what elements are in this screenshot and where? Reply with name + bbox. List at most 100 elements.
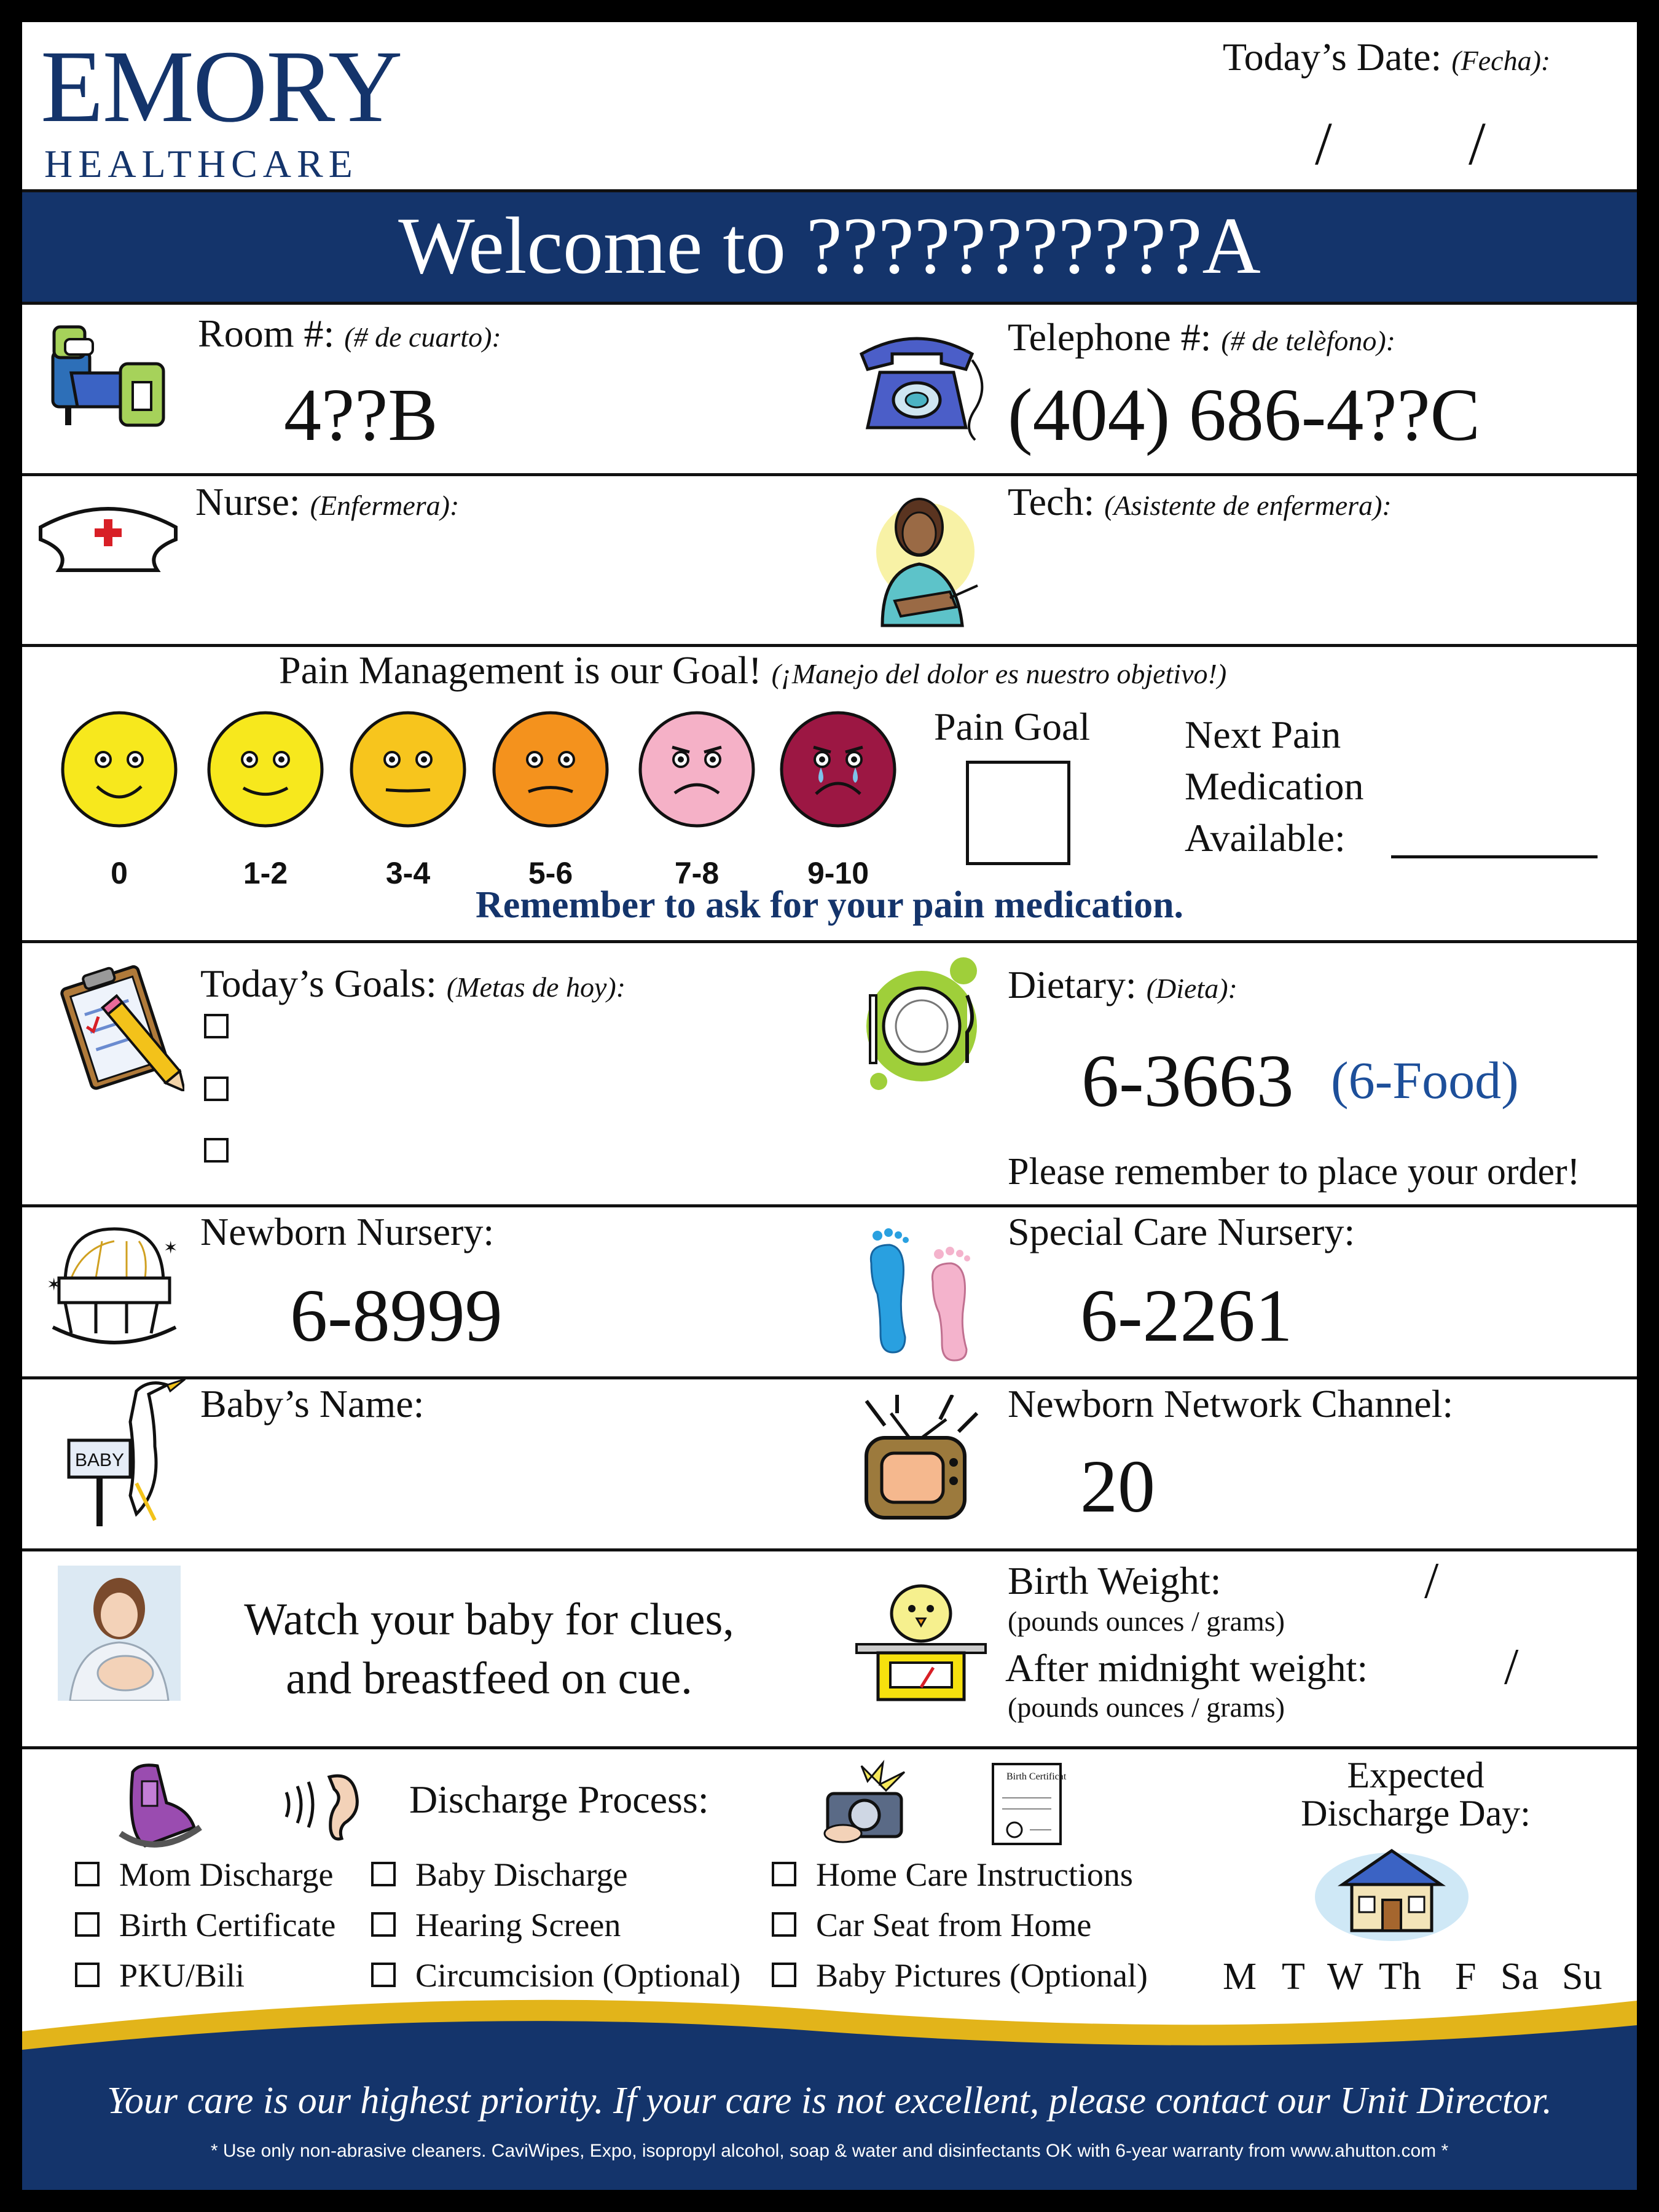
discharge-checkbox[interactable] (371, 1862, 396, 1886)
discharge-item-label: Birth Certificate (119, 1907, 336, 1943)
discharge-item-label: Baby Pictures (Optional) (816, 1957, 1148, 1994)
newborn-nursery-label: Newborn Nursery: (200, 1210, 495, 1253)
telephone-label: Telephone #: (# de telèfono): (1008, 315, 1395, 359)
discharge-checkbox[interactable] (75, 1912, 100, 1937)
pain-face-3 (490, 709, 611, 830)
goal-checkbox[interactable] (204, 1138, 229, 1163)
pain-face-label: 7-8 (674, 856, 720, 890)
discharge-item-label: Mom Discharge (119, 1856, 334, 1893)
birth-weight-separator: / (1424, 1552, 1439, 1609)
next-pain-medication-label: Next Pain Medication Available: (1185, 713, 1364, 860)
chick-on-scale-icon (850, 1571, 992, 1709)
pain-face-2 (348, 709, 468, 830)
special-care-nursery-number: 6-2261 (1080, 1274, 1293, 1357)
svg-text:Birth Certificate: Birth Certificate (1006, 1771, 1067, 1782)
telephone-number: (404) 686-4??C (1008, 374, 1481, 457)
brand-name: EMORY (41, 29, 402, 144)
whiteboard: EMORY HEALTHCARE Today’s Date: (Fecha): … (22, 22, 1637, 2190)
midnight-weight-label: After midnight weight: (1005, 1646, 1368, 1690)
pain-face-5 (778, 709, 898, 830)
midnight-weight-separator: / (1504, 1638, 1519, 1695)
date-separator: / (1315, 109, 1332, 178)
pain-goal-box[interactable] (966, 761, 1070, 865)
nurse-label: Nurse: (Enfermera): (195, 480, 460, 524)
pain-face-label: 1-2 (243, 856, 288, 890)
pain-goal-label: Pain Goal (934, 705, 1091, 748)
house-icon (1309, 1838, 1475, 1946)
discharge-item-label: Baby Discharge (415, 1856, 628, 1893)
stork-baby-sign-icon: BABY (63, 1373, 186, 1535)
brand-subtitle: HEALTHCARE (44, 142, 358, 186)
car-seat-icon (108, 1760, 206, 1855)
footer-fine-print: * Use only non-abrasive cleaners. CaviWi… (210, 2141, 1449, 2161)
mother-baby-icon (58, 1566, 181, 1704)
discharge-day-th[interactable]: Th (1379, 1956, 1421, 1998)
dietary-number: 6-3663 (1081, 1040, 1294, 1123)
welcome-title: Welcome to ???????????A (398, 200, 1261, 291)
welcome-banner: Welcome to ???????????A (22, 192, 1637, 302)
svg-text:✶: ✶ (163, 1238, 178, 1257)
goals-label: Today’s Goals: (Metas de hoy): (200, 962, 626, 1005)
discharge-checkbox[interactable] (371, 1912, 396, 1937)
dietary-alias: (6-Food) (1331, 1051, 1519, 1110)
pain-face-label: 3-4 (385, 856, 431, 890)
discharge-day-w[interactable]: W (1327, 1956, 1363, 1998)
discharge-day-sa[interactable]: Sa (1500, 1956, 1539, 1998)
goal-checkbox[interactable] (204, 1014, 229, 1038)
pain-face-0 (59, 709, 179, 830)
footer-slogan: Your care is our highest priority. If yo… (107, 2080, 1552, 2122)
pain-face-label: 5-6 (528, 856, 573, 890)
discharge-item-label: Home Care Instructions (816, 1856, 1133, 1893)
baby-footprints-icon (853, 1220, 988, 1365)
pain-title: Pain Management is our Goal! (¡Manejo de… (279, 648, 1227, 692)
discharge-day-m[interactable]: M (1223, 1956, 1257, 1998)
discharge-item-label: Circumcision (Optional) (415, 1957, 741, 1994)
newborn-channel-label: Newborn Network Channel: (1008, 1382, 1454, 1426)
svg-text:✶: ✶ (47, 1275, 61, 1294)
room-label: Room #: (# de cuarto): (198, 312, 501, 355)
discharge-day-t[interactable]: T (1282, 1956, 1305, 1998)
discharge-checkbox[interactable] (772, 1963, 796, 1987)
expected-discharge-label: Expected Discharge Day: (1301, 1755, 1531, 1834)
baby-name-label: Baby’s Name: (200, 1382, 425, 1426)
cradle-icon: ✶ ✶ (41, 1217, 188, 1361)
room-number: 4??B (284, 374, 438, 457)
footer-band: Your care is our highest priority. If yo… (22, 1976, 1637, 2190)
discharge-checkbox[interactable] (75, 1862, 100, 1886)
newborn-nursery-number: 6-8999 (290, 1274, 503, 1357)
pain-face-label: 9-10 (807, 856, 869, 890)
pain-reminder: Remember to ask for your pain medication… (475, 884, 1184, 926)
discharge-checkbox[interactable] (75, 1963, 100, 1987)
plate-utensils-icon (854, 952, 989, 1097)
pain-face-4 (637, 709, 757, 830)
birth-weight-units: (pounds ounces / grams) (1008, 1606, 1285, 1637)
pain-face-1 (205, 709, 326, 830)
discharge-day-f[interactable]: F (1455, 1956, 1477, 1998)
nurse-cap-icon (34, 490, 182, 579)
discharge-checkbox[interactable] (371, 1963, 396, 1987)
discharge-checkbox[interactable] (772, 1912, 796, 1937)
breastfeed-message: Watch your baby for clues, and breastfee… (244, 1594, 734, 1704)
discharge-item-label: PKU/Bili (119, 1957, 245, 1994)
birth-certificate-icon: Birth Certificate (987, 1761, 1070, 1850)
dietary-note: Please remember to place your order! (1008, 1151, 1580, 1193)
hospital-bed-icon (47, 315, 170, 441)
brand-logo: EMORY HEALTHCARE (41, 29, 422, 187)
next-pain-medication-line[interactable] (1391, 855, 1598, 858)
nurse-assistant-icon (858, 484, 987, 635)
television-icon (854, 1394, 989, 1533)
discharge-item-label: Hearing Screen (415, 1907, 621, 1943)
telephone-icon (849, 317, 997, 455)
discharge-day-su[interactable]: Su (1562, 1956, 1602, 1998)
discharge-checkbox[interactable] (772, 1862, 796, 1886)
birth-weight-label: Birth Weight: (1008, 1559, 1222, 1602)
newborn-channel-number: 20 (1080, 1445, 1155, 1528)
date-separator: / (1469, 109, 1486, 178)
goal-checkbox[interactable] (204, 1077, 229, 1101)
dietary-label: Dietary: (Dieta): (1008, 963, 1237, 1006)
tech-label: Tech: (Asistente de enfermera): (1008, 480, 1392, 524)
date-label: Today’s Date: (Fecha): (1223, 35, 1551, 79)
camera-icon (818, 1759, 923, 1849)
discharge-title: Discharge Process: (409, 1778, 709, 1821)
special-care-nursery-label: Special Care Nursery: (1008, 1210, 1355, 1253)
